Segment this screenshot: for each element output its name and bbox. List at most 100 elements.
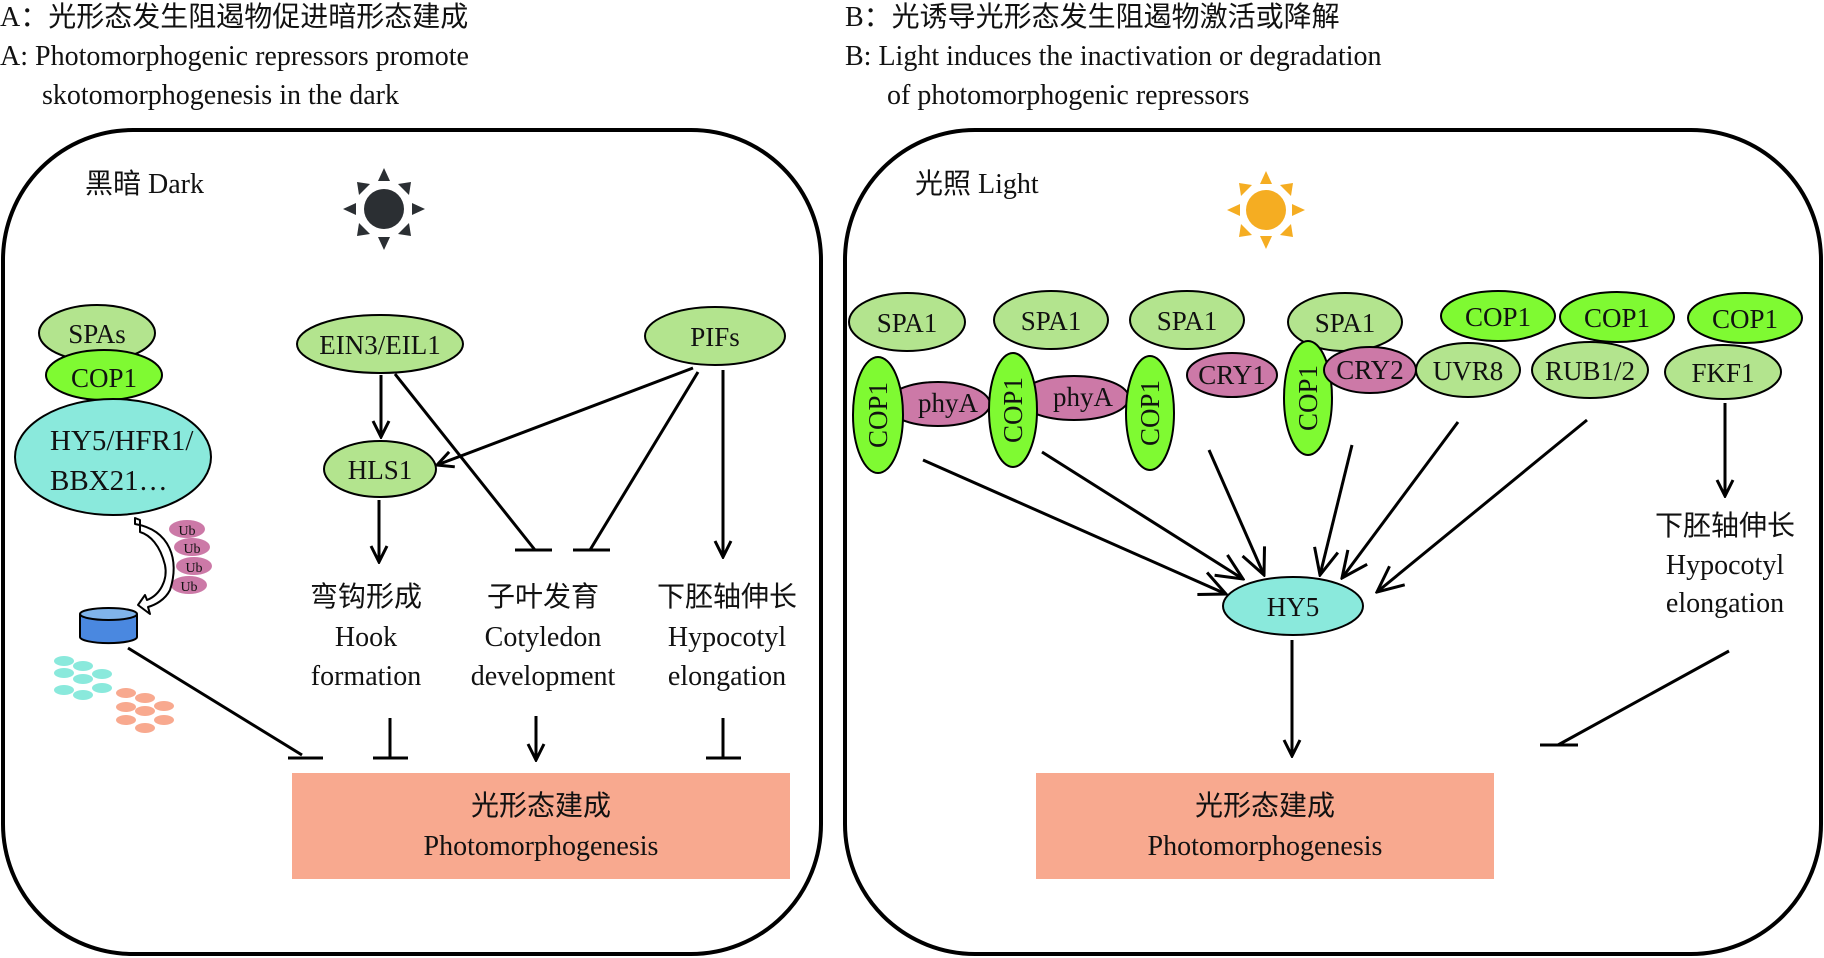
photomorph-a-zh: 光形态建成	[471, 790, 611, 822]
label-ein3-eil1: EIN3/EIL1	[319, 330, 440, 360]
output-cotyledon-en1: Cotyledon	[485, 622, 602, 653]
ub-label-4: Ub	[180, 580, 197, 595]
ub-chain: Ub Ub Ub Ub	[169, 520, 212, 595]
degraded-fragments-cyan	[54, 656, 112, 700]
output-hypocotyl-elongation-dark: 下胚轴伸长 Hypocotyl elongation	[657, 581, 797, 692]
label-uvr8: UVR8	[1433, 356, 1504, 386]
node-ein3-eil1	[296, 314, 464, 374]
complex-phya-2: SPA1 phyA COP1	[988, 290, 1130, 468]
edge-uvr8-to-hy5	[1342, 421, 1460, 578]
degraded-fragments-orange	[116, 688, 174, 733]
caption-b: B：光诱导光形态发生阻遏物激活或降解 B: Light induces the …	[845, 0, 1382, 115]
label-cry2: CRY2	[1336, 355, 1404, 385]
edge-hypocotyl-inhibits-photomorph-b	[1557, 649, 1730, 747]
node-hy5	[1222, 576, 1364, 636]
edge-rub-to-hy5	[1377, 418, 1588, 592]
caption-b-en-2: of photomorphogenic repressors	[887, 80, 1250, 111]
photomorphogenesis-box-b: 光形态建成 Photomorphogenesis	[1036, 773, 1494, 879]
complex-phya-1: SPA1 phyA COP1	[848, 292, 991, 474]
edge-complex2-to-hy5	[1041, 450, 1243, 579]
node-cop1-b4	[1283, 340, 1333, 456]
node-cop1-b2	[988, 352, 1038, 468]
output-hook-formation: 弯钩形成 Hook formation	[310, 581, 422, 692]
edge-pifs-inhibits-cotyledon	[588, 371, 700, 551]
complex-cry2: SPA1 COP1 CRY2	[1283, 292, 1417, 456]
node-rub	[1531, 341, 1649, 399]
node-hy5-hfr1-bbx21	[14, 398, 212, 516]
panel-b-frame	[843, 128, 1823, 956]
edge-pifs-to-hls1	[437, 366, 694, 465]
node-spa1-3	[1129, 290, 1245, 350]
degradation-arrow	[134, 517, 175, 615]
label-cop1-b2: COP1	[998, 377, 1028, 443]
node-spa1-1	[848, 292, 966, 352]
node-cop1-b6	[1559, 291, 1675, 343]
edge-ein3-inhibits-cotyledon	[393, 373, 537, 551]
ub-label-3: Ub	[185, 561, 202, 576]
label-hls1: HLS1	[348, 455, 413, 485]
output-hypocotyl-b-en1: Hypocotyl	[1666, 550, 1784, 581]
ub-1	[169, 520, 205, 538]
ub-3	[176, 557, 212, 575]
label-cop1-b6: COP1	[1584, 303, 1650, 333]
panel-a-title: 黑暗 Dark	[85, 168, 204, 200]
edge-proteasome-inhibits-photomorph	[127, 646, 303, 757]
photomorph-b-zh: 光形态建成	[1195, 790, 1335, 822]
label-hy5: HY5	[1267, 592, 1320, 622]
output-hook-en2: formation	[311, 661, 421, 692]
label-cop1-dark: COP1	[71, 363, 137, 393]
caption-a-en-1: A: Photomorphogenic repressors promote	[0, 41, 469, 72]
output-hypocotyl-en2: elongation	[668, 661, 786, 692]
ub-label-2: Ub	[183, 542, 200, 557]
caption-b-zh: B：光诱导光形态发生阻遏物激活或降解	[845, 2, 1340, 33]
label-rub: RUB1/2	[1545, 356, 1635, 386]
panel-a-frame	[1, 128, 823, 956]
output-hypocotyl-b-en2: elongation	[1666, 588, 1784, 619]
label-phya-2: phyA	[1053, 382, 1114, 412]
output-hypocotyl-en1: Hypocotyl	[668, 622, 786, 653]
node-pifs	[644, 306, 786, 366]
label-pifs: PIFs	[690, 322, 740, 352]
caption-a-en-2: skotomorphogenesis in the dark	[42, 80, 399, 111]
node-cop1-b3	[1125, 355, 1175, 471]
caption-a: A：光形态发生阻遏物促进暗形态建成 A: Photomorphogenic re…	[0, 0, 469, 115]
label-spas: SPAs	[68, 319, 126, 349]
node-cop1-b1	[852, 356, 904, 474]
light-sun-icon	[1227, 171, 1305, 249]
photomorphogenesis-box-a: 光形态建成 Photomorphogenesis	[292, 773, 790, 879]
label-cop1-b7: COP1	[1712, 304, 1778, 334]
label-spa1-2: SPA1	[1021, 306, 1082, 336]
output-hypocotyl-b-zh: 下胚轴伸长	[1655, 510, 1795, 542]
complex-fkf1: COP1 FKF1	[1664, 292, 1803, 400]
output-cotyledon-zh: 子叶发育	[487, 581, 599, 613]
ub-label-1: Ub	[178, 524, 195, 539]
node-cry1	[1186, 352, 1278, 398]
output-hypocotyl-zh: 下胚轴伸长	[657, 581, 797, 613]
node-uvr8	[1415, 342, 1521, 398]
node-hls1	[323, 440, 437, 498]
output-cotyledon-en2: development	[471, 661, 616, 692]
caption-b-en-1: B: Light induces the inactivation or deg…	[845, 41, 1382, 72]
output-hook-en1: Hook	[335, 622, 397, 653]
output-cotyledon-development: 子叶发育 Cotyledon development	[471, 581, 616, 692]
photomorph-b-en: Photomorphogenesis	[1148, 831, 1383, 862]
label-cop1-b5: COP1	[1465, 302, 1531, 332]
edge-complex3-to-hy5	[1207, 449, 1264, 575]
caption-a-zh: A：光形态发生阻遏物促进暗形态建成	[0, 2, 469, 33]
photomorph-a-en: Photomorphogenesis	[424, 831, 659, 862]
label-cop1-b4: COP1	[1293, 365, 1323, 431]
complex-uvr8: COP1 UVR8	[1415, 290, 1556, 398]
proteasome-icon	[79, 607, 138, 645]
panel-b-title: 光照 Light	[915, 168, 1039, 200]
dark-sun-icon	[343, 168, 425, 250]
label-cop1-b3: COP1	[1135, 380, 1165, 446]
ub-4	[171, 576, 207, 594]
label-cop1-b1: COP1	[863, 382, 893, 448]
label-spa1-3: SPA1	[1157, 306, 1218, 336]
ub-2	[174, 538, 210, 556]
complex-cry1: SPA1 COP1 CRY1	[1125, 290, 1278, 471]
label-fkf1: FKF1	[1691, 358, 1754, 388]
node-cop1-b7	[1687, 292, 1803, 344]
node-spa1-2	[993, 290, 1109, 350]
